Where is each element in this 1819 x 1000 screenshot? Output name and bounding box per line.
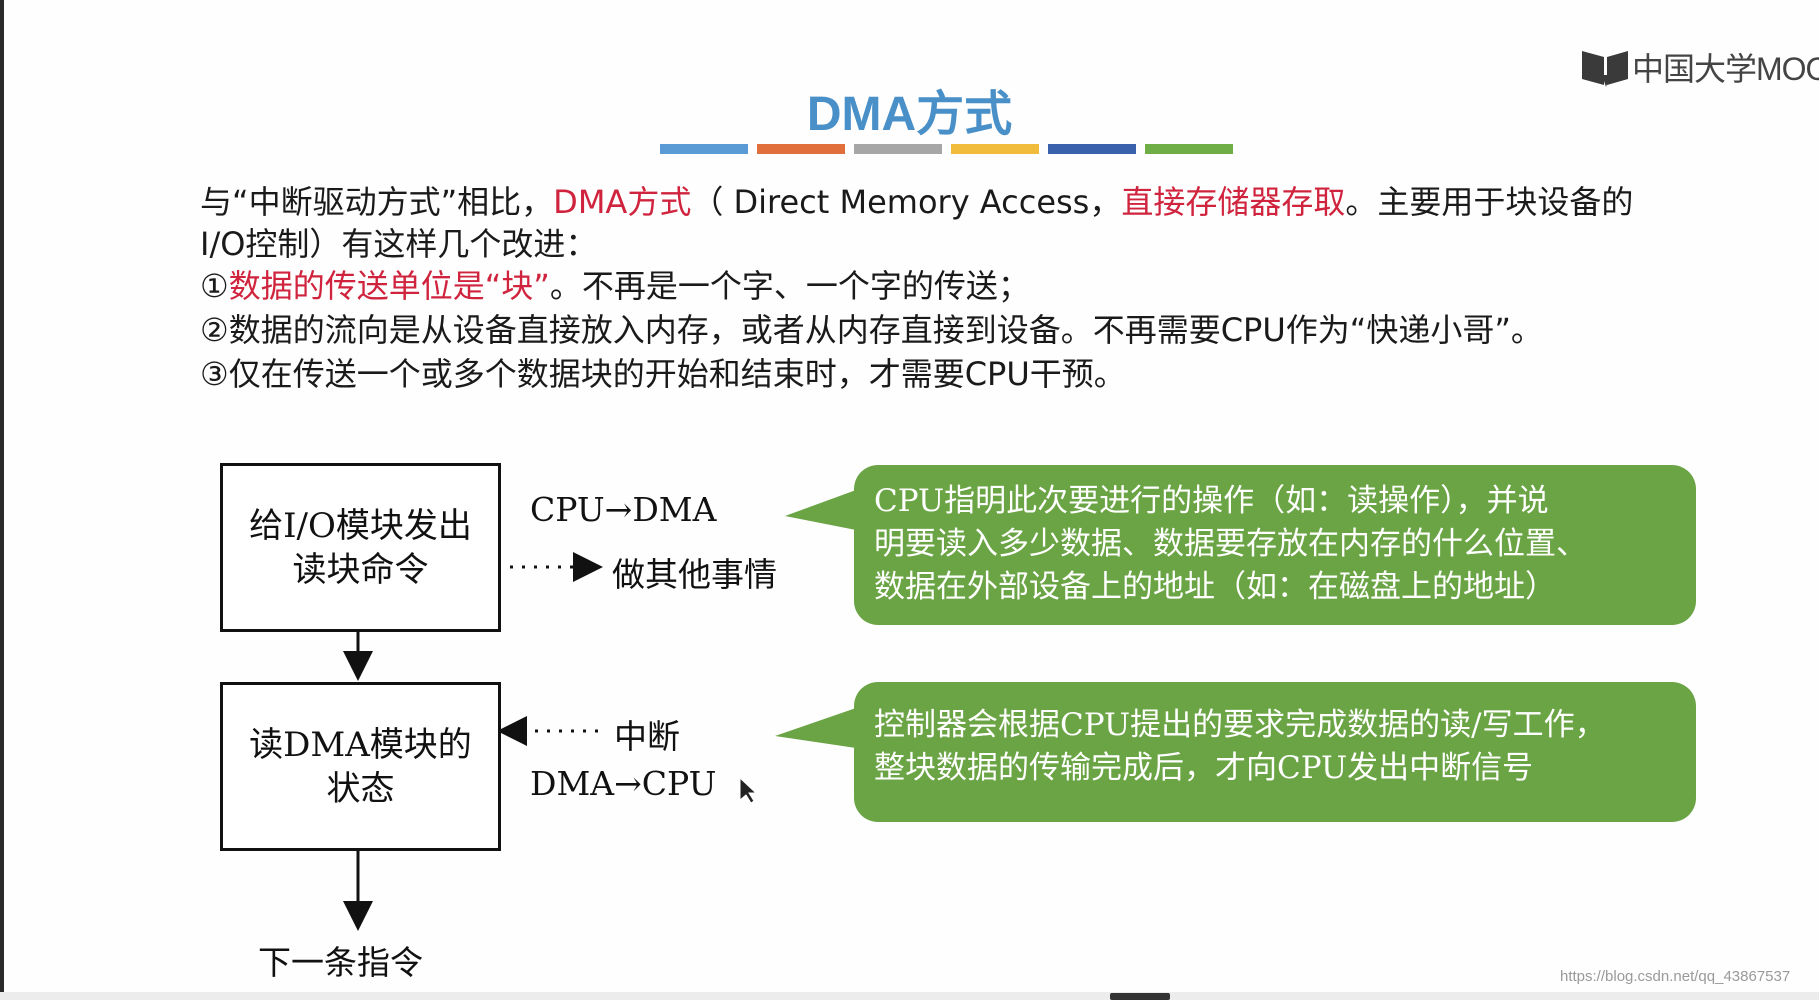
title-color-bar	[1145, 144, 1233, 154]
controller-note: 控制器会根据CPU提出的要求完成数据的读/写工作， 整块数据的传输完成后，才向C…	[854, 682, 1696, 822]
title-color-bar	[1048, 144, 1136, 154]
slide-title: DMA方式	[806, 88, 1013, 141]
intro-line-2: I/O控制）有这样几个改进：	[200, 225, 598, 263]
improvement-3: ③仅在传送一个或多个数据块的开始和结束时，才需要CPU干预。	[200, 355, 1126, 393]
bottom-handle	[1110, 993, 1170, 1000]
window-left-edge	[0, 0, 4, 1000]
interrupt-label: 中断	[614, 717, 680, 756]
logo-text: 中国大学MOOC	[1632, 51, 1819, 87]
dma-to-cpu-label: DMA→CPU	[530, 764, 717, 803]
improvement-1: ①数据的传送单位是“块”。不再是一个字、一个字的传送；	[200, 267, 1030, 305]
book-icon	[1580, 47, 1632, 87]
read-dma-status-box: 读DMA模块的状态	[220, 682, 501, 851]
title-color-bar	[757, 144, 845, 154]
intro-line-1: 与“中断驱动方式”相比，DMA方式（ Direct Memory Access，…	[200, 183, 1634, 221]
next-instruction-label: 下一条指令	[258, 943, 423, 982]
dma-chinese-term: 直接存储器存取	[1121, 183, 1346, 221]
bubble2-pointer	[775, 708, 856, 748]
source-watermark: https://blog.csdn.net/qq_43867537	[1560, 968, 1791, 985]
cpu-to-dma-label: CPU→DMA	[530, 490, 717, 529]
cpu-instruction-note: CPU指明此次要进行的操作（如：读操作），并说 明要读入多少数据、数据要存放在内…	[854, 465, 1696, 625]
title-color-bar	[854, 144, 942, 154]
other-work-label: 做其他事情	[612, 555, 777, 594]
window-bottom-edge	[0, 992, 1819, 1000]
issue-read-command-box: 给I/O模块发出读块命令	[220, 463, 501, 632]
mooc-logo: 中国大学MOOC	[1580, 44, 1819, 90]
bubble1-pointer	[785, 490, 856, 530]
improvement-1-highlight: 数据的传送单位是“块”	[228, 267, 550, 305]
title-color-bar	[660, 144, 748, 154]
dma-term: DMA方式	[553, 183, 692, 221]
improvement-2: ②数据的流向是从设备直接放入内存，或者从内存直接到设备。不再需要CPU作为“快递…	[200, 311, 1543, 349]
title-color-bar	[951, 144, 1039, 154]
mouse-cursor-icon	[739, 776, 758, 804]
